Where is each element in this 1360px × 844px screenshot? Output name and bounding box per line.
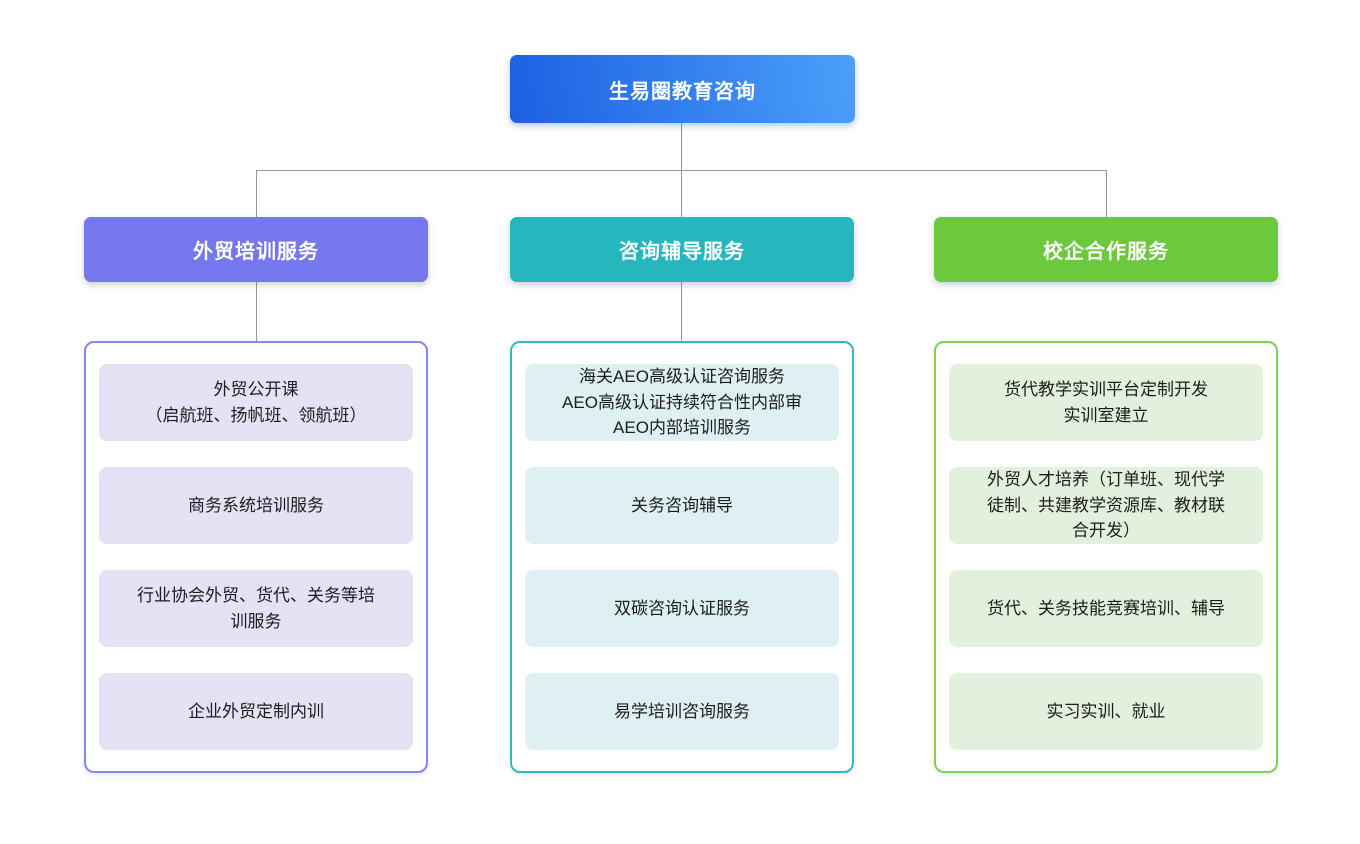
branch-header-label: 咨询辅导服务: [619, 241, 745, 263]
leaf-node: 实习实训、就业: [949, 673, 1263, 750]
branch-header-school-enterprise: 校企合作服务: [934, 217, 1278, 282]
branch-header-label: 外贸培训服务: [193, 241, 319, 263]
leaf-node: 商务系统培训服务: [99, 467, 413, 544]
leaf-node: 货代、关务技能竞赛培训、辅导: [949, 570, 1263, 647]
root-node-label: 生易圈教育咨询: [609, 80, 756, 103]
leaf-node: 双碳咨询认证服务: [525, 570, 839, 647]
edge-header-to-group-2: [681, 282, 682, 341]
leaf-node: 行业协会外贸、货代、关务等培 训服务: [99, 570, 413, 647]
leaf-node: 易学培训咨询服务: [525, 673, 839, 750]
leaf-node: 外贸公开课 （启航班、扬帆班、领航班）: [99, 364, 413, 441]
edge-drop-branch-3: [1106, 170, 1107, 217]
edge-root-trunk: [681, 123, 682, 170]
root-node: 生易圈教育咨询: [510, 55, 855, 123]
leaf-node: 海关AEO高级认证咨询服务 AEO高级认证持续符合性内部审 AEO内部培训服务: [525, 364, 839, 441]
leaf-node: 外贸人才培养（订单班、现代学 徒制、共建教学资源库、教材联 合开发）: [949, 467, 1263, 544]
branch-group-foreign-trade-training: 外贸公开课 （启航班、扬帆班、领航班） 商务系统培训服务 行业协会外贸、货代、关…: [84, 341, 428, 773]
edge-drop-branch-2: [681, 170, 682, 217]
leaf-node: 货代教学实训平台定制开发 实训室建立: [949, 364, 1263, 441]
branch-group-school-enterprise: 货代教学实训平台定制开发 实训室建立 外贸人才培养（订单班、现代学 徒制、共建教…: [934, 341, 1278, 773]
leaf-node: 企业外贸定制内训: [99, 673, 413, 750]
edge-drop-branch-1: [256, 170, 257, 217]
branch-group-consulting-coaching: 海关AEO高级认证咨询服务 AEO高级认证持续符合性内部审 AEO内部培训服务 …: [510, 341, 854, 773]
edge-header-to-group-1: [256, 282, 257, 341]
leaf-node: 关务咨询辅导: [525, 467, 839, 544]
branch-header-label: 校企合作服务: [1043, 241, 1169, 263]
branch-header-consulting-coaching: 咨询辅导服务: [510, 217, 854, 282]
branch-header-foreign-trade-training: 外贸培训服务: [84, 217, 428, 282]
